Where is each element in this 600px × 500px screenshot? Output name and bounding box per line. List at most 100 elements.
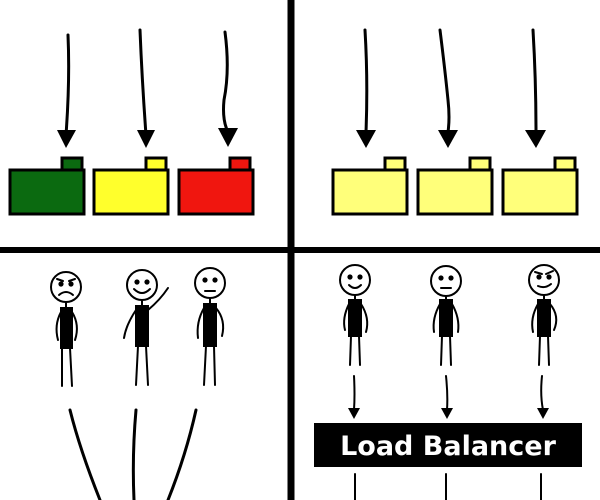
folder-tab	[383, 156, 407, 172]
arm-waving	[147, 287, 169, 311]
head	[339, 264, 371, 296]
arm	[531, 303, 539, 333]
brow	[534, 270, 554, 275]
output-lines	[354, 473, 542, 500]
folder-body	[501, 168, 579, 216]
leg	[69, 347, 73, 387]
arrow-down	[531, 28, 538, 134]
torso	[537, 299, 551, 337]
arrowhead	[438, 130, 458, 148]
folder-tab	[60, 156, 84, 172]
folder-icon-pale-yellow	[331, 156, 409, 216]
mouth	[348, 284, 362, 289]
arm	[343, 303, 350, 331]
arrowhead	[137, 130, 155, 148]
arm	[196, 307, 205, 339]
arm	[451, 303, 460, 333]
panel-bottom-left	[50, 267, 226, 500]
panel-top-left	[8, 28, 255, 216]
arrow-down	[445, 375, 449, 411]
panel-top-right	[331, 28, 579, 216]
arm	[215, 307, 225, 337]
arrow-down	[353, 375, 356, 411]
eye	[58, 281, 64, 287]
eye	[212, 277, 218, 283]
brow	[56, 278, 76, 282]
stick-figure-smiling	[339, 264, 371, 366]
eye	[448, 275, 454, 281]
eye	[347, 274, 353, 280]
leg	[547, 335, 550, 366]
stick-figure-worried	[50, 271, 82, 387]
folder-body	[8, 168, 86, 216]
arm	[360, 303, 369, 333]
folders	[331, 156, 579, 216]
leg	[213, 345, 216, 386]
leg	[440, 335, 443, 366]
mouth	[58, 291, 74, 296]
arrows	[348, 375, 549, 419]
torso	[60, 307, 73, 349]
folder-icon-yellow	[92, 156, 170, 216]
torso	[348, 299, 362, 337]
leg	[135, 345, 139, 386]
arm	[432, 303, 441, 333]
path-line	[131, 408, 138, 500]
folder-body	[177, 168, 255, 216]
folder-tab	[144, 156, 168, 172]
head	[126, 269, 158, 301]
arrow-down	[138, 28, 148, 137]
leg	[349, 335, 352, 366]
arrow-down	[64, 33, 71, 137]
stick-figure-smirking	[528, 264, 560, 366]
arrows	[57, 28, 238, 148]
folder-tab	[228, 156, 252, 172]
folder-icon-pale-yellow	[501, 156, 579, 216]
folder-icon-green	[8, 156, 86, 216]
eye	[546, 274, 552, 280]
panel-bottom-right: Load Balancer	[314, 264, 582, 500]
leg	[538, 335, 541, 366]
leg	[203, 345, 207, 386]
leg	[449, 335, 452, 366]
torso	[135, 305, 149, 347]
stick-figure-happy	[123, 269, 169, 386]
load-balancer: Load Balancer	[314, 423, 582, 467]
arm	[123, 309, 137, 339]
arm	[549, 303, 558, 331]
arrow-down	[540, 375, 544, 411]
leg	[145, 345, 149, 386]
leg	[358, 335, 361, 366]
folders	[8, 156, 255, 216]
head	[50, 271, 82, 303]
eye	[144, 279, 150, 285]
eye	[536, 274, 542, 280]
mouth	[537, 283, 552, 289]
arrowhead	[218, 128, 238, 147]
arrowhead	[441, 408, 453, 419]
eye	[134, 279, 140, 285]
arm	[55, 311, 62, 341]
folder-tab	[553, 156, 577, 172]
folder-body	[331, 168, 409, 216]
load-balancer-box	[314, 423, 582, 467]
folder-body	[416, 168, 494, 216]
arrowhead	[525, 130, 546, 148]
mouth	[133, 288, 151, 294]
arrowhead	[537, 408, 549, 419]
eye	[357, 274, 363, 280]
request-paths	[68, 408, 198, 500]
load-balancer-label: Load Balancer	[340, 431, 557, 462]
arrowhead	[57, 130, 76, 148]
folder-body	[92, 168, 170, 216]
arrows	[356, 28, 546, 148]
arrow-down	[438, 28, 451, 134]
torso	[203, 303, 217, 347]
eye	[438, 275, 444, 281]
eye	[68, 281, 74, 287]
folder-tab	[468, 156, 492, 172]
eye	[202, 277, 208, 283]
torso	[439, 299, 453, 337]
